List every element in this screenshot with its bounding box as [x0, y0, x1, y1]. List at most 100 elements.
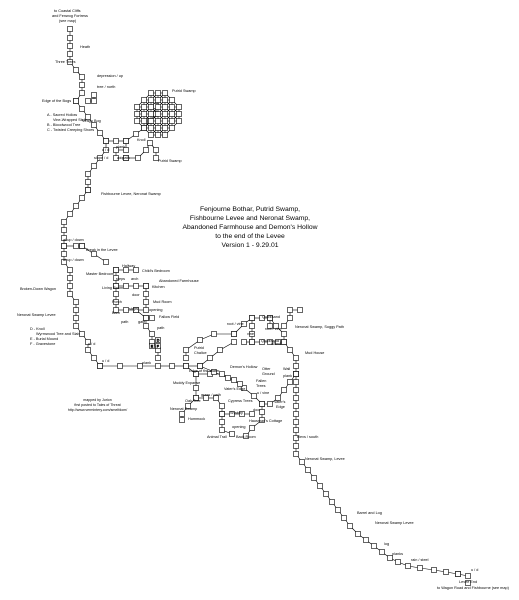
- map-room: [455, 571, 461, 577]
- legend-d2: Wyrmwood Tree and Slab: [36, 332, 80, 336]
- map-room: [143, 307, 149, 313]
- credit-line-1: mapped by Jurion: [83, 398, 112, 402]
- label-oak-tree: Oak Tree: [185, 399, 201, 403]
- label-arch: arch: [131, 277, 138, 281]
- map-room-marker: D: [157, 338, 160, 342]
- map-room: [193, 385, 199, 391]
- map-room: [91, 163, 97, 169]
- map-room: [155, 97, 161, 103]
- label-knoll: Knoll: [137, 138, 146, 142]
- map-room: [179, 417, 185, 423]
- map-room: [85, 171, 91, 177]
- label-abandoned-farmhouse: Abandoned Farmhouse: [159, 279, 199, 283]
- map-room: [293, 403, 299, 409]
- map-room: [305, 467, 311, 473]
- map-room: [141, 118, 147, 124]
- label-neronat-swamp-levee: Neronat Swamp Levee: [17, 313, 56, 317]
- map-room: [169, 363, 175, 369]
- map-room: [148, 118, 154, 124]
- map-room: [183, 347, 189, 353]
- map-room: [335, 507, 341, 513]
- map-room: [431, 567, 437, 573]
- map-room: [143, 315, 149, 321]
- map-room: [229, 431, 235, 437]
- map-room: [148, 104, 154, 110]
- label-u-d-3: u / d: [102, 359, 109, 363]
- map-room: [241, 339, 247, 345]
- map-room: [237, 381, 243, 387]
- map-room: [149, 331, 155, 337]
- map-room: [113, 155, 119, 161]
- label-cypress-trees: Cypress Trees: [228, 399, 253, 403]
- map-room: [219, 427, 225, 433]
- map-room: [91, 122, 97, 128]
- map-room: [155, 104, 161, 110]
- map-room: [355, 531, 361, 537]
- map-room: [73, 323, 79, 329]
- label-trees: Trees: [256, 384, 266, 388]
- label-elevs-south: elevs / south: [297, 435, 318, 439]
- map-room: [113, 138, 119, 144]
- label-bottom-exit: to Wagon Road and Fishbourne (see map): [437, 586, 510, 590]
- map-room: [341, 515, 347, 521]
- map-room: [73, 315, 79, 321]
- label-gate: gate: [138, 320, 145, 324]
- map-room: [134, 118, 140, 124]
- map-room: [123, 283, 129, 289]
- legend-b: B - Bloodwood Tree: [47, 123, 81, 127]
- map-room: [259, 409, 265, 415]
- map-room: [137, 363, 143, 369]
- map-room: [79, 82, 85, 88]
- map-room: [219, 371, 225, 377]
- map-room: [148, 90, 154, 96]
- map-room: [153, 155, 159, 161]
- map-room: [123, 267, 129, 273]
- map-room: [113, 283, 119, 289]
- map-room: [249, 315, 255, 321]
- label-otter: Otter: [262, 367, 271, 371]
- map-room: [219, 403, 225, 409]
- map-room: [85, 98, 91, 104]
- map-room: [155, 132, 161, 138]
- map-room: [133, 283, 139, 289]
- title-line-5: Version 1 - 9.29.01: [221, 242, 279, 249]
- map-room: [267, 339, 273, 345]
- map-room: [197, 337, 203, 343]
- map-room: [281, 339, 287, 345]
- label-log: log: [384, 542, 389, 546]
- map-room: [293, 371, 299, 377]
- map-room: [133, 307, 139, 313]
- map-room: [211, 369, 217, 375]
- label-hausmans-cottage: Hausman's Cottage: [249, 419, 282, 423]
- label-top-exit: to Coastal Cliffs: [54, 9, 81, 13]
- map-room: [67, 43, 73, 49]
- map-room-marker: E: [151, 344, 154, 348]
- map-room: [169, 125, 175, 131]
- map-labels: to Coastal Cliffs and Fenwog Fortress (s…: [17, 9, 510, 590]
- label-animal-trail: Animal Trail: [207, 435, 227, 439]
- map-room: [91, 355, 97, 361]
- map-room: [275, 395, 281, 401]
- map-room-marker: F: [157, 344, 160, 348]
- map-room: [79, 195, 85, 201]
- map-room: [185, 403, 191, 409]
- map-room: [259, 417, 265, 423]
- map-room: [267, 401, 273, 407]
- map-room: [293, 419, 299, 425]
- map-room: [153, 147, 159, 153]
- map-room: [241, 321, 247, 327]
- map-room: [281, 387, 287, 393]
- map-room: [293, 443, 299, 449]
- map-room: [217, 347, 223, 353]
- map-room: [293, 355, 299, 361]
- label-heath: Heath: [80, 45, 90, 49]
- legend-c: C - Twisted Creeping Shoes: [47, 128, 95, 132]
- map-room: [219, 411, 225, 417]
- credit-line-2: first posted to Tales of Threat: [74, 403, 121, 407]
- map-room: [103, 147, 109, 153]
- legend-e: E - Burial Mound: [30, 337, 59, 341]
- map-room: [162, 132, 168, 138]
- map-room: [183, 355, 189, 361]
- label-putrid-chalice-2: Chalice: [194, 351, 207, 355]
- label-ground: Ground: [262, 372, 275, 376]
